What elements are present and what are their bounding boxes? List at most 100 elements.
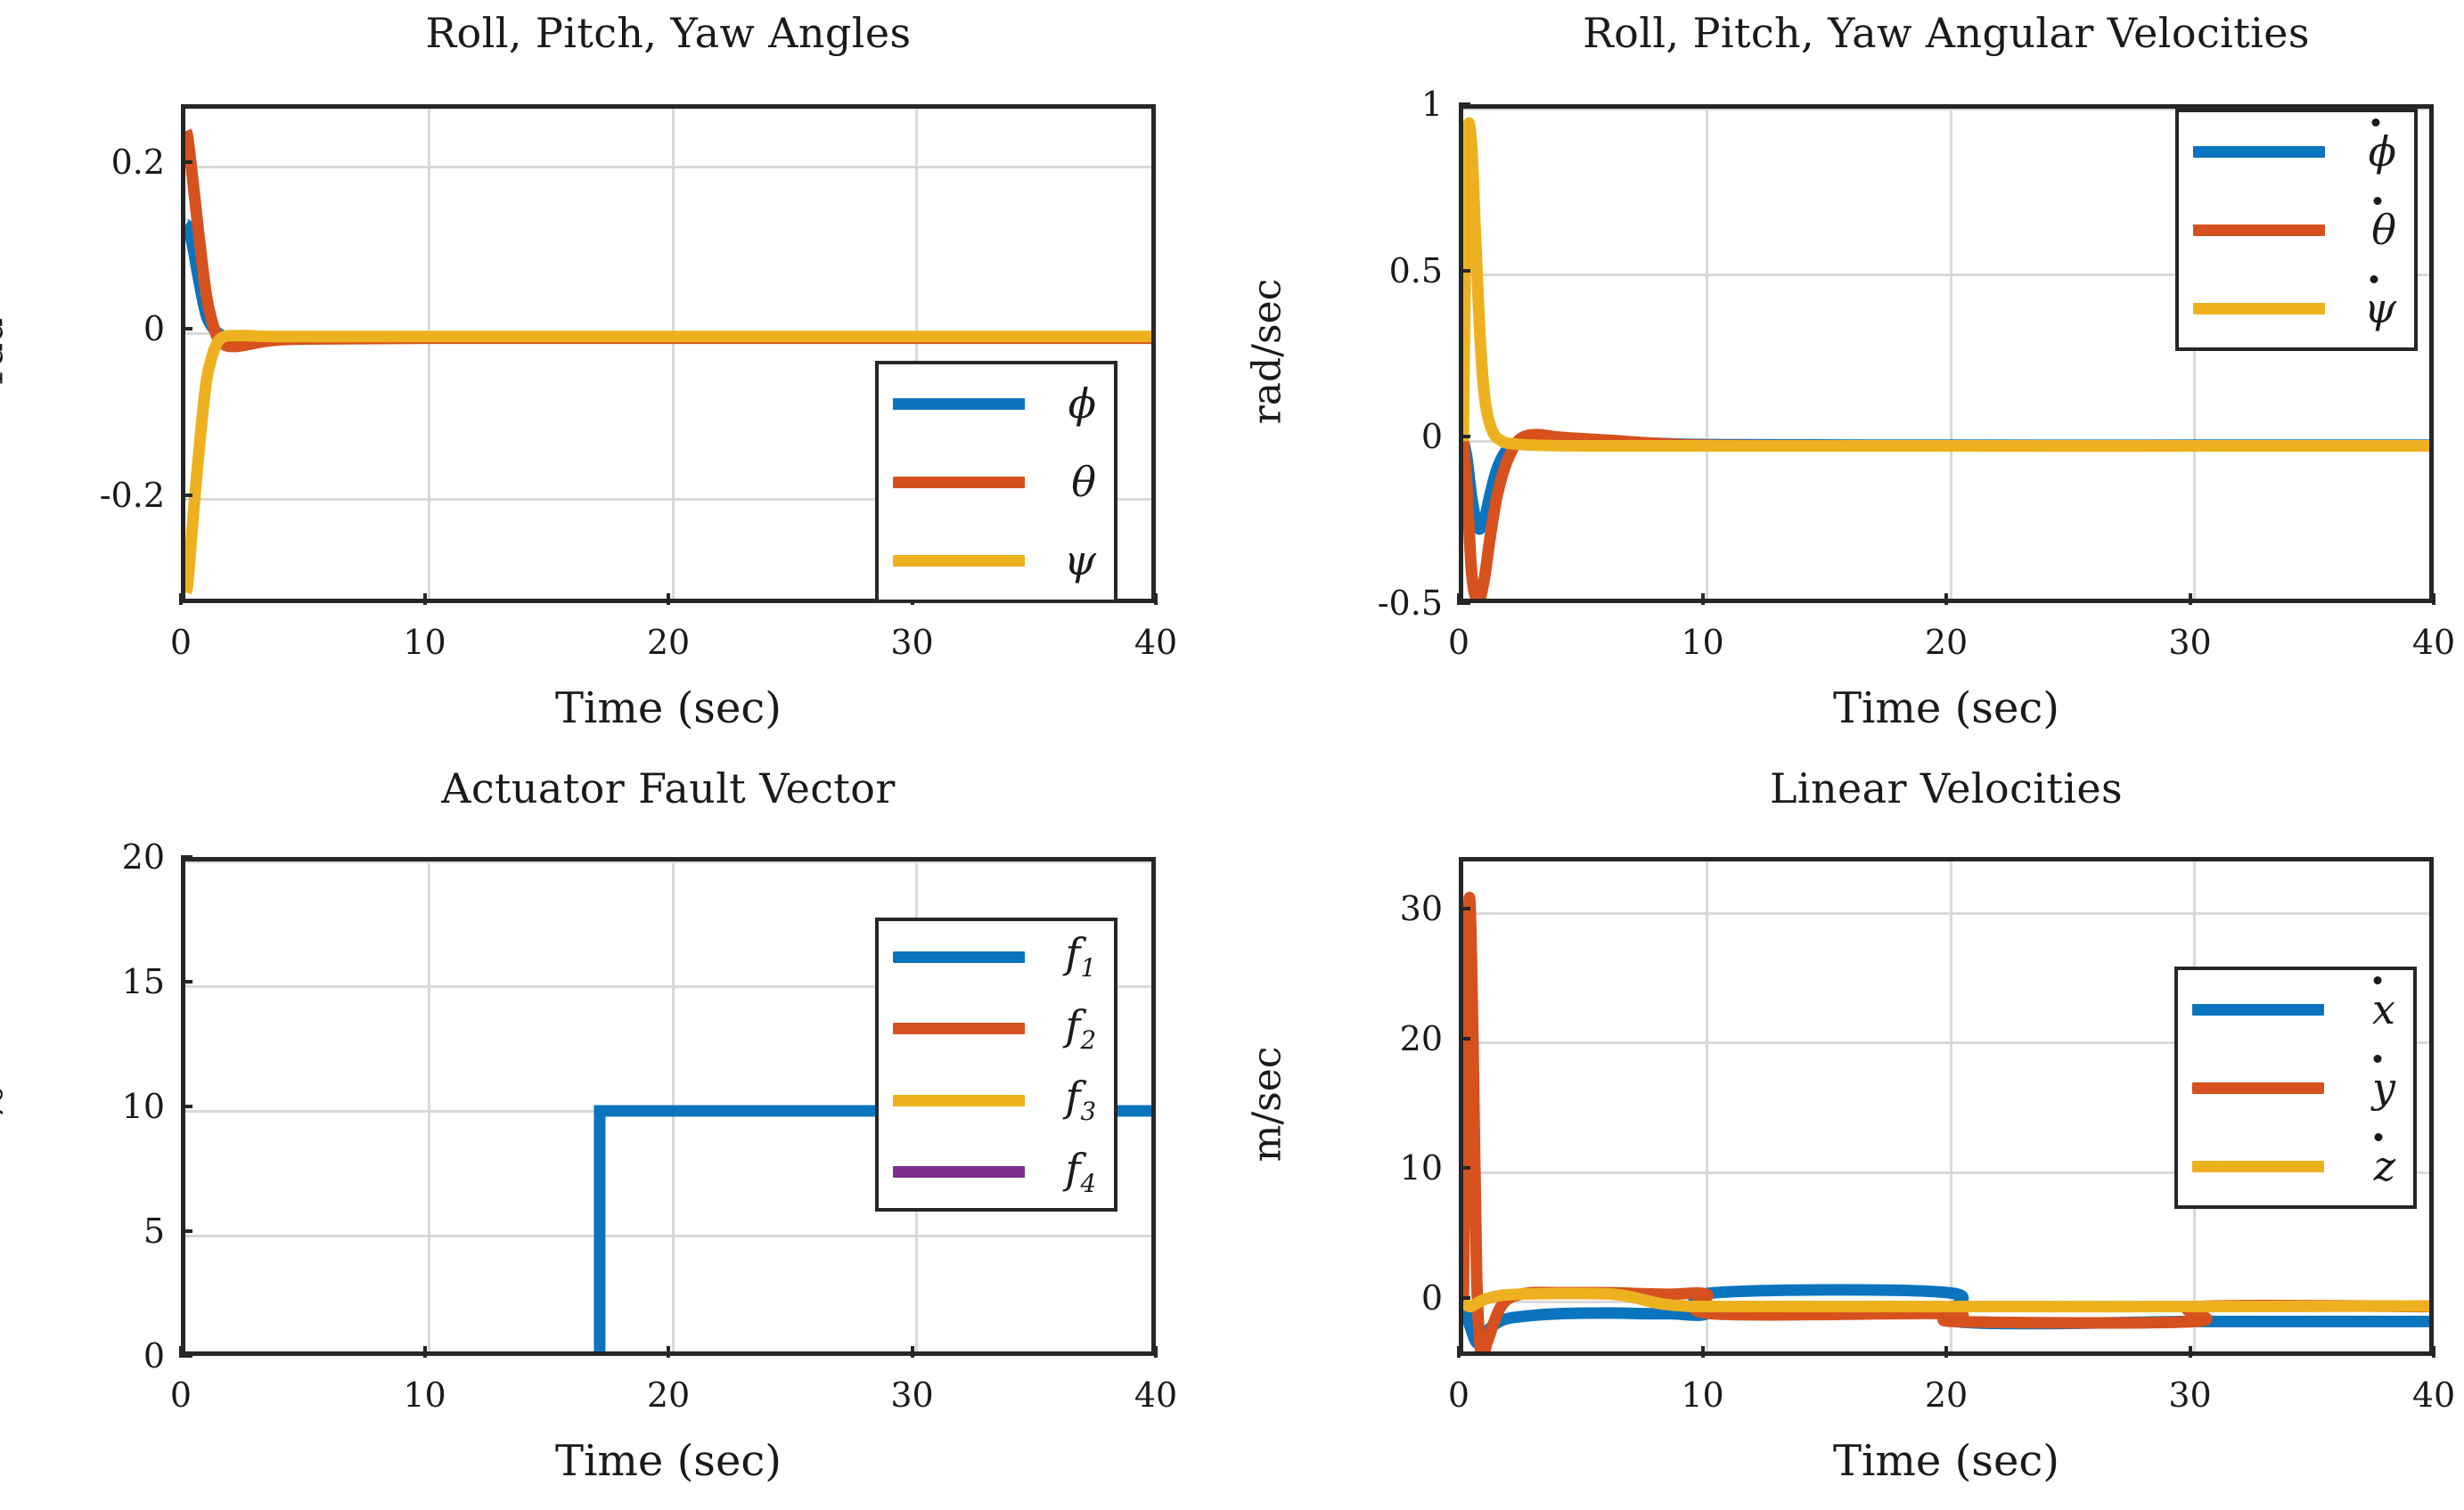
y-tickmark — [1459, 102, 1470, 106]
legend-swatch-psi — [893, 554, 1025, 567]
x-tick-label: 40 — [1134, 623, 1178, 662]
legend-label-f2: f2 — [1047, 1005, 1101, 1053]
y-tickmark — [1459, 1036, 1470, 1041]
gridline-horizontal — [1463, 439, 2429, 443]
legend-label-phi-dot: ϕ — [2351, 118, 2402, 172]
series-line-phi — [185, 218, 1151, 345]
y-tick-label: 0 — [143, 309, 165, 348]
x-tick-label: 20 — [1924, 1375, 1969, 1415]
y-tick-label: 10 — [121, 1087, 165, 1126]
legend-subscript: 4 — [1080, 1169, 1096, 1199]
series-line-z-dot — [1463, 1287, 2429, 1313]
x-tickmark — [910, 1346, 914, 1358]
dot-accent-icon — [2373, 976, 2382, 985]
y-tickmark — [181, 1354, 192, 1358]
y-tickmark — [1459, 268, 1470, 273]
legend-swatch-f1 — [893, 951, 1025, 963]
legend-item-f1[interactable]: f1 — [879, 921, 1114, 993]
legend-subscript: 3 — [1080, 1097, 1096, 1127]
legend-swatch-z-dot — [2192, 1160, 2324, 1172]
series-line-theta-dot — [1463, 429, 2429, 599]
legend-symbol: ϕ — [1068, 380, 1096, 428]
legend-item-psi[interactable]: ψ — [879, 521, 1114, 600]
legend-item-theta-dot[interactable]: θ — [2179, 191, 2414, 269]
x-axis-label-actuator-fault-vector: Time (sec) — [555, 1436, 782, 1486]
legend-symbol: ψ — [2363, 284, 2396, 332]
gridline-horizontal — [1463, 1301, 2429, 1304]
x-tickmark — [422, 593, 427, 605]
x-tickmark — [2188, 593, 2192, 605]
legend-symbol: θ — [2371, 206, 2396, 254]
legend-symbol: f — [1065, 1073, 1081, 1122]
legend-swatch-y-dot — [2192, 1081, 2324, 1094]
y-tick-label: 15 — [121, 962, 165, 1001]
x-tickmark — [422, 1346, 427, 1358]
x-tick-label: 20 — [646, 1375, 691, 1415]
y-tick-label: 5 — [143, 1212, 165, 1251]
legend-item-f4[interactable]: f4 — [879, 1137, 1114, 1209]
gridline-horizontal — [185, 165, 1151, 168]
gridline-vertical — [428, 109, 430, 599]
legend-label-z-dot: z — [2356, 1133, 2401, 1187]
y-tick-label: -0.2 — [99, 475, 165, 515]
y-tick-label: 20 — [1399, 1018, 1443, 1058]
y-tick-label: 20 — [121, 837, 165, 877]
gridline-vertical — [1706, 109, 1708, 599]
legend-item-f2[interactable]: f2 — [879, 993, 1114, 1065]
legend-swatch-phi-dot — [2193, 145, 2325, 158]
y-tick-label: 0.5 — [1388, 250, 1443, 290]
legend-item-f3[interactable]: f3 — [879, 1065, 1114, 1137]
legend-item-phi[interactable]: ϕ — [879, 364, 1114, 443]
y-tickmark — [181, 1105, 192, 1108]
x-tickmark — [2432, 1346, 2435, 1358]
x-tick-label: 40 — [1134, 1375, 1178, 1415]
gridline-horizontal — [1463, 911, 2429, 915]
y-tick-label: 0.2 — [111, 143, 165, 183]
y-tick-label: 0 — [1420, 417, 1443, 457]
subplot-title-angular-velocities: Roll, Pitch, Yaw Angular Velocities — [1583, 9, 2310, 57]
legend-item-psi-dot[interactable]: ψ — [2179, 269, 2414, 347]
y-tick-label: 0 — [1420, 1277, 1443, 1318]
legend-label-f1: f1 — [1047, 933, 1101, 981]
legend-item-y-dot[interactable]: y — [2178, 1049, 2413, 1127]
x-tick-label: 10 — [403, 1375, 446, 1415]
legend-label-theta-dot: θ — [2353, 197, 2402, 250]
y-tickmark — [181, 160, 192, 165]
legend-swatch-psi-dot — [2193, 302, 2325, 314]
series-line-x-dot — [1463, 1284, 2429, 1350]
legend-symbol: z — [2373, 1142, 2395, 1190]
x-tick-label: 30 — [890, 623, 934, 662]
legend-swatch-theta-dot — [2193, 224, 2325, 236]
y-tickmark — [1459, 907, 1470, 911]
x-tickmark — [1700, 593, 1705, 605]
subplot-title-actuator-fault-vector: Actuator Fault Vector — [441, 764, 896, 812]
x-tick-label: 20 — [1924, 623, 1969, 662]
x-tickmark — [1457, 593, 1461, 605]
legend-item-theta[interactable]: θ — [879, 443, 1114, 521]
legend-item-phi-dot[interactable]: ϕ — [2179, 112, 2414, 191]
x-tickmark — [1700, 1346, 1705, 1358]
gridline-vertical — [671, 109, 675, 599]
legend-item-x-dot[interactable]: x — [2178, 970, 2413, 1049]
y-tickmark — [1459, 435, 1470, 439]
gridline-vertical — [428, 861, 430, 1351]
legend-label-f4: f4 — [1047, 1148, 1101, 1196]
dot-accent-icon — [2374, 1133, 2383, 1142]
legend-symbol: f — [1065, 1144, 1081, 1193]
x-axis-label-linear-velocities: Time (sec) — [1833, 1436, 2059, 1486]
legend-subscript: 2 — [1080, 1025, 1096, 1056]
x-tick-label: 30 — [890, 1375, 934, 1415]
x-tick-label: 0 — [1447, 1375, 1470, 1415]
y-tickmark — [1459, 1166, 1470, 1171]
legend-symbol: ϕ — [2368, 127, 2396, 175]
y-tick-label: 10 — [1399, 1148, 1443, 1188]
x-tick-label: 30 — [2168, 623, 2212, 662]
legend-item-z-dot[interactable]: z — [2178, 1127, 2413, 1205]
